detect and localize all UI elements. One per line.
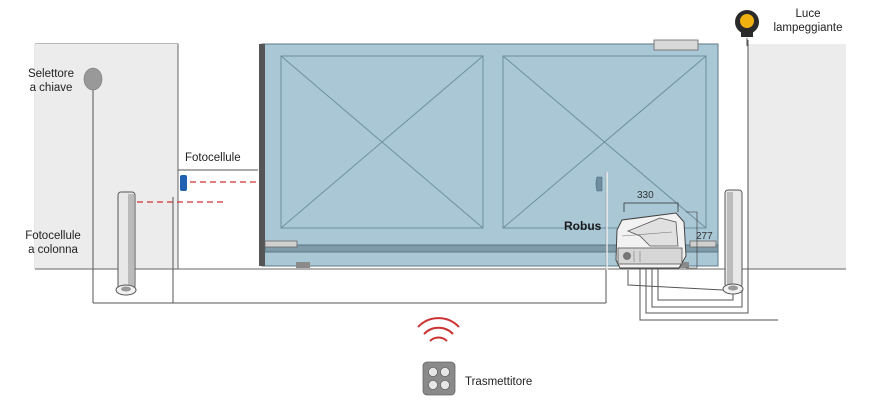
- flashing-light-label-line1: Luce: [795, 8, 821, 20]
- right-wall: [747, 44, 846, 269]
- remote-transmitter-icon: [422, 361, 456, 396]
- dimension-lines: [623, 202, 698, 269]
- key-selector-label-line1: Selettore: [27, 68, 75, 80]
- left-column-photocell: [115, 191, 137, 296]
- column-photocells-label-line2: a colonna: [28, 244, 78, 256]
- key-selector-icon: [83, 67, 103, 303]
- flashing-light-label: Luce lampeggiante: [770, 7, 846, 35]
- radio-waves-icon: [417, 317, 460, 342]
- motor-width-dimension: 330: [637, 190, 654, 201]
- transmitter-label: Trasmettitore: [465, 376, 533, 388]
- key-selector-label: Selettore a chiave: [22, 67, 80, 95]
- right-column-photocell: [722, 189, 744, 295]
- motor-height-dimension: 277: [696, 231, 713, 242]
- motor-brand-label: Robus: [564, 219, 602, 233]
- flashing-light-label-line2: lampeggiante: [773, 22, 843, 34]
- flashing-light-icon: [735, 10, 759, 46]
- column-photocells-label: Fotocellule a colonna: [22, 229, 84, 257]
- key-selector-label-line2: a chiave: [29, 82, 73, 94]
- wiring: [93, 40, 778, 321]
- column-photocells-label-line1: Fotocellule: [25, 230, 81, 242]
- gate-panel-left: [280, 55, 484, 229]
- gate-panel-right: [502, 55, 707, 229]
- robus-motor: [615, 212, 687, 269]
- wall-photocell: [178, 169, 258, 191]
- gate-top-cap: [653, 39, 699, 51]
- left-wall: [34, 43, 179, 269]
- photocells-label: Fotocellule: [185, 152, 241, 164]
- gate-photocell-icon: [595, 176, 603, 192]
